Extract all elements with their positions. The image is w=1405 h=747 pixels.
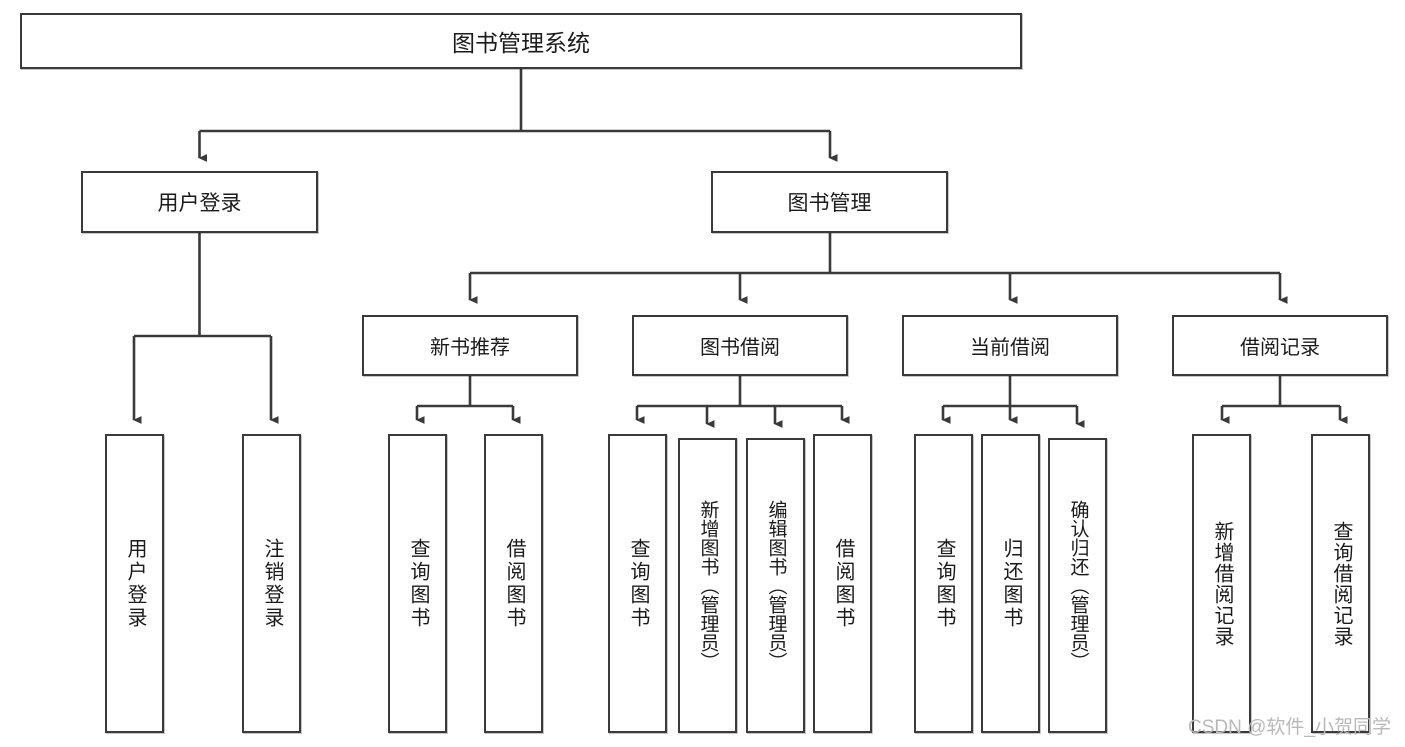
leaf-return-book[interactable]: 归还图书: [981, 434, 1040, 733]
node-label: 借阅图书: [503, 537, 525, 630]
node-label: 归还图书: [1000, 537, 1022, 630]
leaf-confirm-return-admin[interactable]: 确认归还（管理员）: [1048, 438, 1107, 733]
node-label: 用户登录: [157, 192, 242, 215]
node-label: 查询图书: [627, 537, 649, 630]
node-label: 图书管理系统: [452, 30, 590, 56]
node-label: 借阅图书: [832, 537, 854, 630]
node-borrow-record[interactable]: 借阅记录: [1172, 315, 1388, 376]
leaf-logout[interactable]: 注销登录: [242, 434, 301, 733]
node-label: 查询图书: [933, 537, 955, 630]
node-label: 借阅记录: [1240, 337, 1320, 359]
leaf-add-borrow-record[interactable]: 新增借阅记录: [1192, 434, 1251, 733]
node-label: 确认归还（管理员）: [1067, 500, 1089, 671]
node-label: 当前借阅: [970, 337, 1050, 359]
leaf-query-book-recommend[interactable]: 查询图书: [388, 434, 447, 733]
node-label: 用户登录: [124, 537, 146, 630]
leaf-query-borrow-record[interactable]: 查询借阅记录: [1311, 434, 1370, 733]
node-label: 查询借阅记录: [1330, 520, 1352, 647]
node-current-borrow[interactable]: 当前借阅: [902, 315, 1118, 376]
node-label: 新增图书（管理员）: [697, 500, 719, 671]
leaf-add-book-admin[interactable]: 新增图书（管理员）: [678, 438, 737, 733]
node-user-login[interactable]: 用户登录: [81, 171, 318, 233]
leaf-query-book-borrow[interactable]: 查询图书: [608, 434, 667, 733]
leaf-borrow-book[interactable]: 借阅图书: [813, 434, 872, 733]
node-label: 编辑图书（管理员）: [765, 500, 787, 671]
node-label: 图书借阅: [700, 337, 780, 359]
node-book-borrow[interactable]: 图书借阅: [632, 315, 848, 376]
leaf-user-login[interactable]: 用户登录: [105, 434, 164, 733]
watermark: CSDN @软件_小贺同学: [1188, 717, 1391, 738]
node-label: 新增借阅记录: [1211, 520, 1233, 647]
leaf-borrow-book-recommend[interactable]: 借阅图书: [484, 434, 543, 733]
node-label: 注销登录: [261, 537, 283, 630]
node-root-system[interactable]: 图书管理系统: [20, 13, 1022, 69]
node-new-book-recommend[interactable]: 新书推荐: [362, 315, 578, 376]
node-book-management[interactable]: 图书管理: [711, 171, 948, 233]
leaf-query-book-current[interactable]: 查询图书: [914, 434, 973, 733]
node-label: 新书推荐: [430, 337, 510, 359]
leaf-edit-book-admin[interactable]: 编辑图书（管理员）: [746, 438, 805, 733]
node-label: 查询图书: [407, 537, 429, 630]
node-label: 图书管理: [787, 192, 872, 215]
